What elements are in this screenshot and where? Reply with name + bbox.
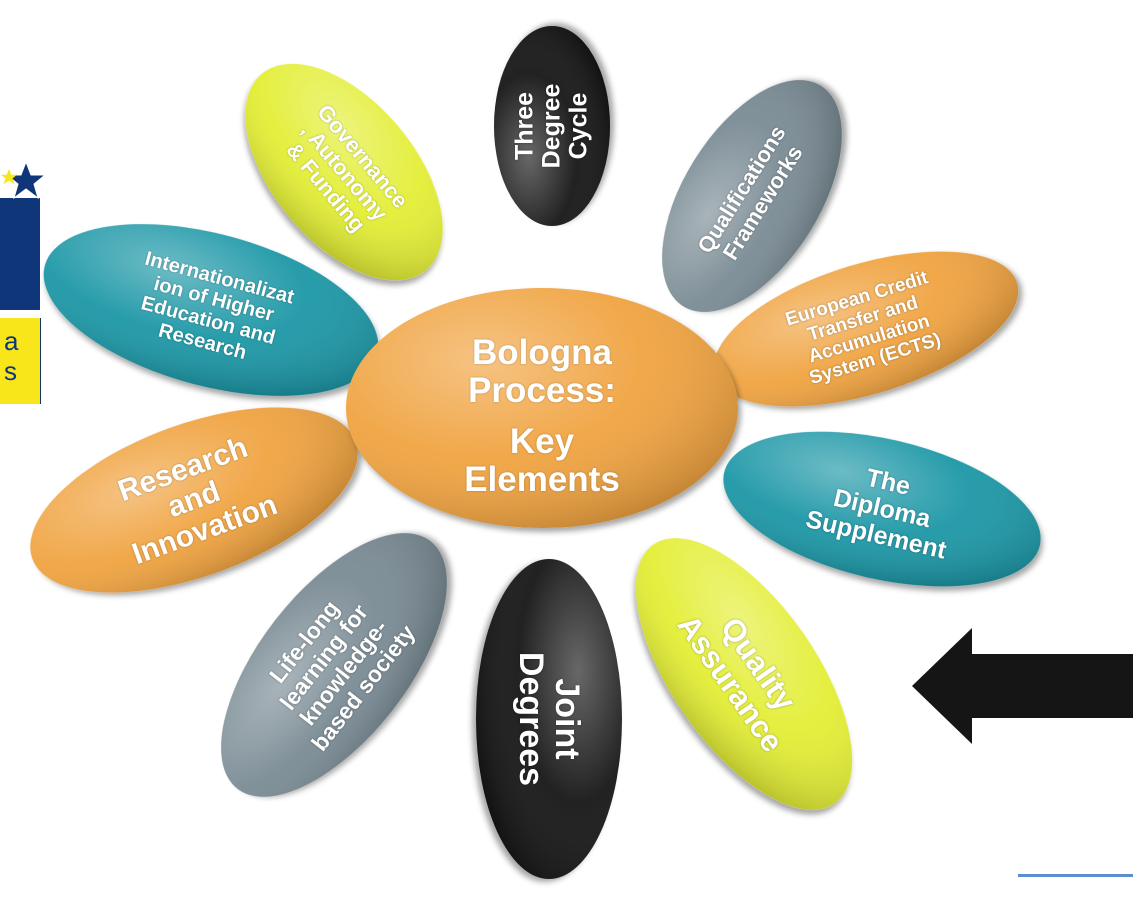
petal-research-innovation: [30, 407, 358, 593]
small-star-icon: [0, 168, 18, 185]
petal-internationalization: [43, 224, 379, 396]
petal-qualifications-frameworks: [662, 80, 842, 312]
petal-joint-degrees: [476, 559, 622, 879]
logo-block: [0, 198, 40, 310]
logo-text-line2: s: [4, 356, 17, 386]
petal-governance: [245, 63, 443, 281]
petal-ects: [713, 251, 1019, 407]
decorative-rule: [1018, 874, 1133, 877]
petal-life-long-learning: [221, 533, 447, 797]
logo-yellow-panel: [0, 318, 41, 404]
petal-quality-assurance: [635, 538, 853, 810]
pointer-arrow-icon: [912, 628, 1133, 744]
petal-diploma-supplement: [723, 431, 1041, 587]
petal-three-degree-cycle: [494, 26, 610, 226]
logo-text-line1: a: [4, 326, 19, 356]
